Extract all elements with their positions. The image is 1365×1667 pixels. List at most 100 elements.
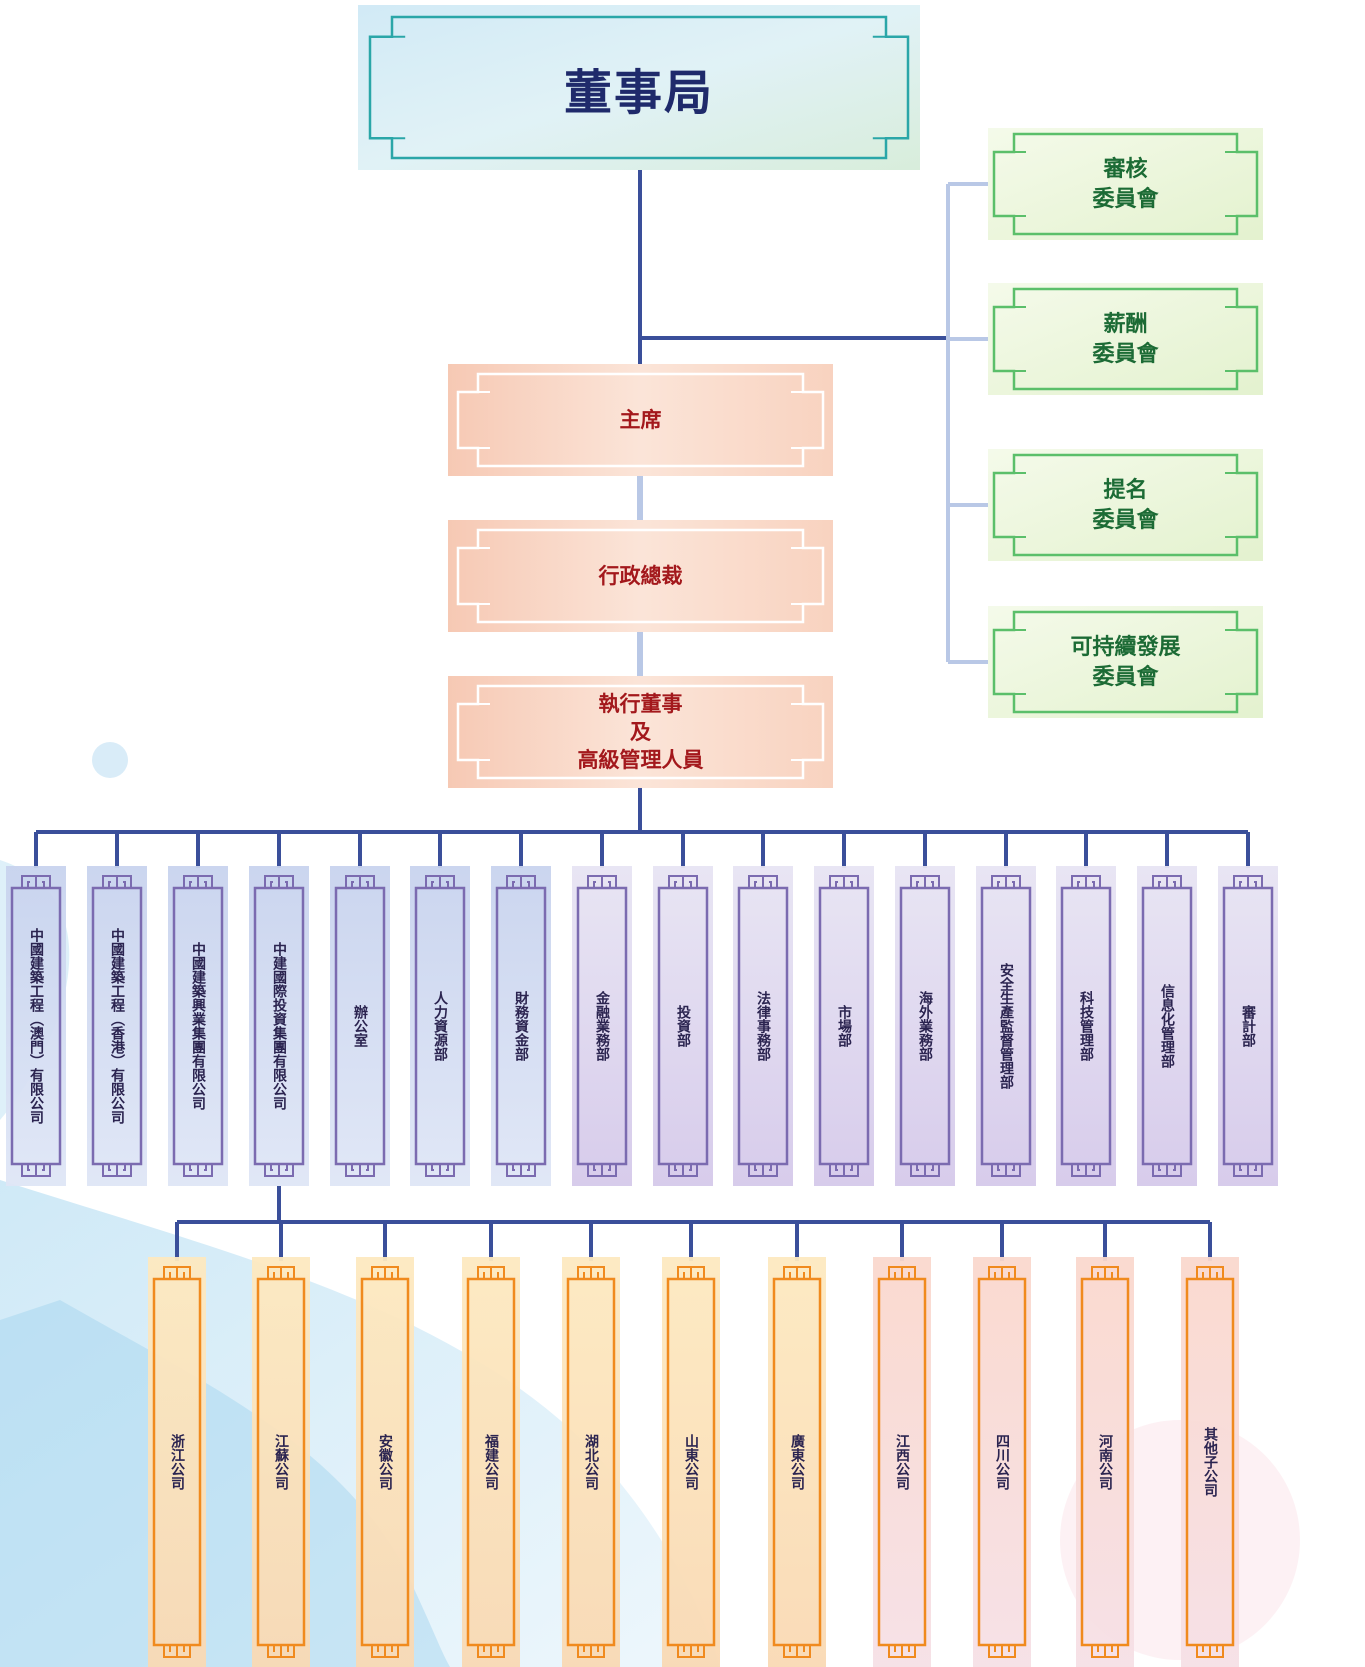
department-box-3-text: 中國建築興業集團有限公司 (190, 942, 206, 1110)
department-box-6-label: 人力資源部 (410, 902, 470, 1150)
subsidiary-box-4: 福建公司 (462, 1257, 520, 1667)
department-box-5-text: 辦公室 (352, 1005, 368, 1047)
subsidiary-box-7-frame (768, 1257, 826, 1667)
department-box-5-frame (330, 866, 390, 1186)
subsidiary-box-3-label: 安徽公司 (356, 1293, 414, 1631)
subsidiary-box-2: 江蘇公司 (252, 1257, 310, 1667)
subsidiary-box-10-frame (1076, 1257, 1134, 1667)
department-box-2: 中國建築工程（香港）有限公司 (87, 866, 147, 1186)
committee-box-1-label: 審核 委員會 (1092, 156, 1159, 212)
department-box-8: 金融業務部 (572, 866, 632, 1186)
department-box-14-text: 科技管理部 (1078, 991, 1094, 1061)
department-box-15-frame (1137, 866, 1197, 1186)
subsidiary-box-9-label: 四川公司 (973, 1293, 1031, 1631)
subsidiary-box-4-label: 福建公司 (462, 1293, 520, 1631)
department-box-15: 信息化管理部 (1137, 866, 1197, 1186)
subsidiary-box-7: 廣東公司 (768, 1257, 826, 1667)
committee-box-3: 提名 委員會 (988, 449, 1263, 561)
executives-box-label: 執行董事 及 高級管理人員 (577, 691, 704, 772)
department-box-5: 辦公室 (330, 866, 390, 1186)
subsidiary-box-3-text: 安徽公司 (377, 1434, 393, 1490)
subsidiary-box-8-frame (873, 1257, 931, 1667)
department-box-13: 安全生產監督管理部 (976, 866, 1036, 1186)
department-box-6-text: 人力資源部 (432, 991, 448, 1061)
department-box-8-text: 金融業務部 (594, 991, 610, 1061)
department-box-16-frame (1218, 866, 1278, 1186)
subsidiary-box-9: 四川公司 (973, 1257, 1031, 1667)
president-box: 行政總裁 (448, 520, 833, 632)
department-box-11-text: 市場部 (836, 1005, 852, 1047)
department-box-10-text: 法律事務部 (755, 991, 771, 1061)
department-box-10-label: 法律事務部 (733, 902, 793, 1150)
subsidiary-box-1: 浙江公司 (148, 1257, 206, 1667)
committee-box-3-label: 提名 委員會 (1092, 477, 1159, 533)
department-box-3-frame (168, 866, 228, 1186)
department-box-14-label: 科技管理部 (1056, 902, 1116, 1150)
subsidiary-box-6: 山東公司 (662, 1257, 720, 1667)
subsidiary-box-10-label: 河南公司 (1076, 1293, 1134, 1631)
subsidiary-box-5-frame (562, 1257, 620, 1667)
subsidiary-box-5: 湖北公司 (562, 1257, 620, 1667)
president-box-label: 行政總裁 (598, 563, 683, 588)
committee-box-2-label: 薪酬 委員會 (1092, 311, 1159, 367)
department-box-14-frame (1056, 866, 1116, 1186)
subsidiary-box-3: 安徽公司 (356, 1257, 414, 1667)
subsidiary-box-4-text: 福建公司 (483, 1434, 499, 1490)
department-box-2-frame (87, 866, 147, 1186)
subsidiary-box-5-label: 湖北公司 (562, 1293, 620, 1631)
department-box-10: 法律事務部 (733, 866, 793, 1186)
subsidiary-box-4-frame (462, 1257, 520, 1667)
department-box-2-text: 中國建築工程（香港）有限公司 (109, 928, 125, 1124)
subsidiary-box-11-frame (1181, 1257, 1239, 1667)
department-box-7-frame (491, 866, 551, 1186)
department-box-12-label: 海外業務部 (895, 902, 955, 1150)
department-box-4-frame (249, 866, 309, 1186)
committee-box-2: 薪酬 委員會 (988, 283, 1263, 395)
department-box-4-label: 中建國際投資集團有限公司 (249, 902, 309, 1150)
department-box-15-text: 信息化管理部 (1159, 984, 1175, 1068)
committee-box-4: 可持續發展 委員會 (988, 606, 1263, 718)
committee-box-3-frame (988, 449, 1263, 561)
department-box-9: 投資部 (653, 866, 713, 1186)
subsidiary-box-2-text: 江蘇公司 (273, 1434, 289, 1490)
department-box-9-frame (653, 866, 713, 1186)
department-box-10-frame (733, 866, 793, 1186)
department-box-1-text: 中國建築工程（澳門）有限公司 (28, 928, 44, 1124)
department-box-12-text: 海外業務部 (917, 991, 933, 1061)
department-box-4: 中建國際投資集團有限公司 (249, 866, 309, 1186)
subsidiary-box-6-label: 山東公司 (662, 1293, 720, 1631)
department-box-1: 中國建築工程（澳門）有限公司 (6, 866, 66, 1186)
department-box-8-label: 金融業務部 (572, 902, 632, 1150)
department-box-3: 中國建築興業集團有限公司 (168, 866, 228, 1186)
subsidiary-box-2-frame (252, 1257, 310, 1667)
chairman-box: 主席 (448, 364, 833, 476)
subsidiary-box-9-frame (973, 1257, 1031, 1667)
department-box-7-text: 財務資金部 (513, 991, 529, 1061)
subsidiary-box-1-frame (148, 1257, 206, 1667)
department-box-12: 海外業務部 (895, 866, 955, 1186)
subsidiary-box-10: 河南公司 (1076, 1257, 1134, 1667)
executives-box-frame (448, 676, 833, 788)
subsidiary-box-2-label: 江蘇公司 (252, 1293, 310, 1631)
department-box-7: 財務資金部 (491, 866, 551, 1186)
committee-box-1-frame (988, 128, 1263, 240)
subsidiary-box-1-text: 浙江公司 (169, 1434, 185, 1490)
department-box-8-frame (572, 866, 632, 1186)
department-box-16-label: 審計部 (1218, 902, 1278, 1150)
department-box-4-text: 中建國際投資集團有限公司 (271, 942, 287, 1110)
department-box-11: 市場部 (814, 866, 874, 1186)
department-box-13-text: 安全生產監督管理部 (998, 963, 1014, 1089)
department-box-5-label: 辦公室 (330, 902, 390, 1150)
department-box-9-text: 投資部 (675, 1005, 691, 1047)
subsidiary-box-8: 江西公司 (873, 1257, 931, 1667)
subsidiary-box-1-label: 浙江公司 (148, 1293, 206, 1631)
subsidiary-box-6-text: 山東公司 (683, 1434, 699, 1490)
board-box-label: 董事局 (563, 64, 714, 121)
subsidiary-box-11-label: 其他子公司 (1181, 1293, 1239, 1631)
department-box-2-label: 中國建築工程（香港）有限公司 (87, 902, 147, 1150)
department-box-13-frame (976, 866, 1036, 1186)
subsidiary-box-8-text: 江西公司 (894, 1434, 910, 1490)
committee-box-1: 審核 委員會 (988, 128, 1263, 240)
department-box-16-text: 審計部 (1240, 1005, 1256, 1047)
